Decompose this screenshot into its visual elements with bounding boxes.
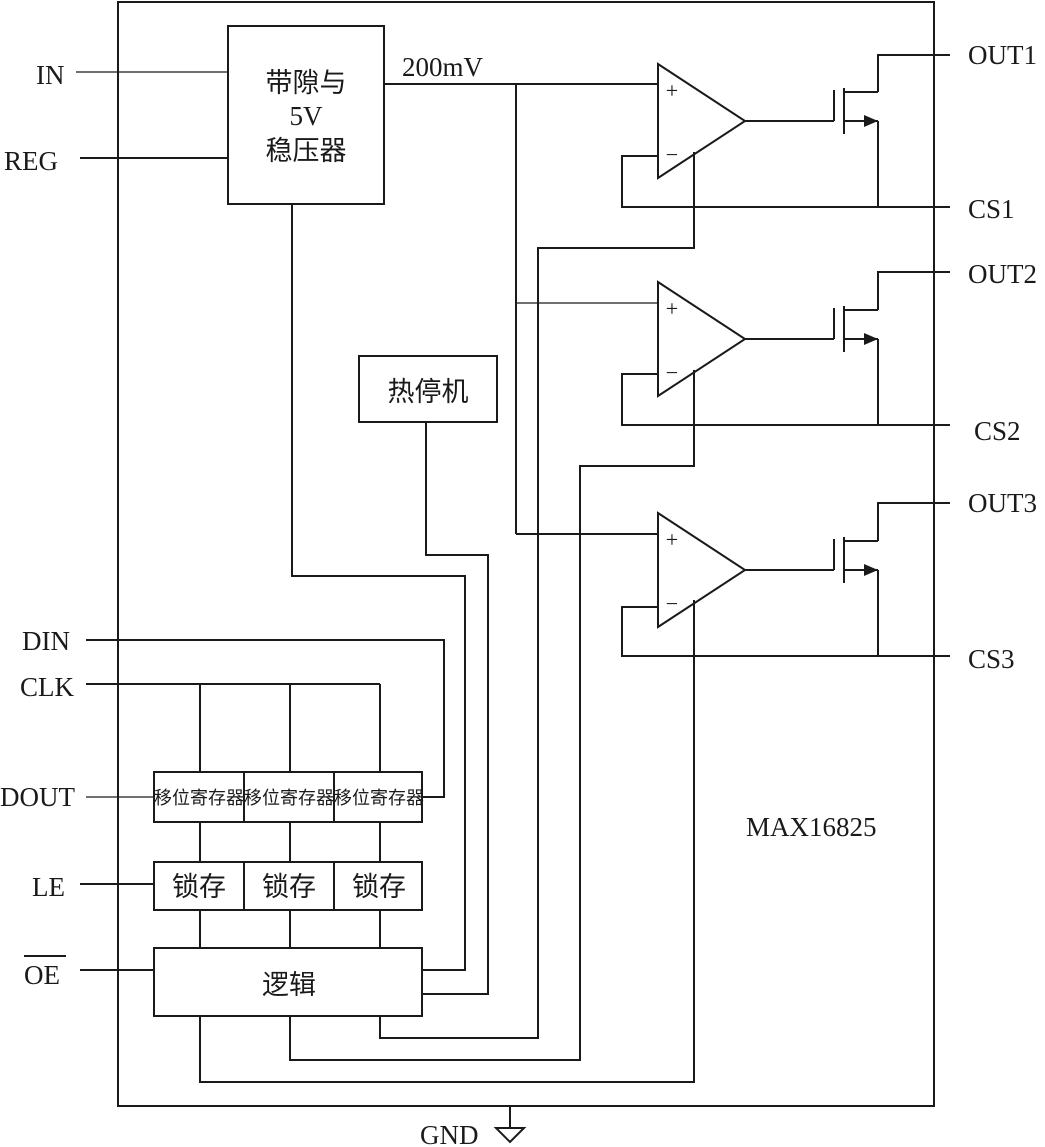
pin-gnd-label: GND (420, 1120, 479, 1147)
opamp-3-minus: − (666, 591, 678, 616)
pin-din: DIN (22, 626, 445, 798)
channel-1: + − OUT1 CS1 (379, 40, 1037, 1039)
latch-2-label: 锁存 (262, 872, 316, 902)
pin-din-label: DIN (22, 626, 70, 656)
chip-outline (117, 1, 935, 1107)
thermal-to-logic-wire (422, 422, 489, 995)
shift-register-row: 移位寄存器 移位寄存器 移位寄存器 (153, 771, 424, 823)
reference-bus: 200mV (384, 52, 658, 535)
channel-2: + − OUT2 CS2 (289, 259, 1037, 1061)
mosfet-1 (833, 54, 950, 207)
regulator-label-line2: 5V (290, 101, 324, 131)
pin-in: IN (36, 60, 228, 90)
logic-label: 逻辑 (262, 970, 316, 1000)
opamp-3-plus: + (666, 527, 678, 552)
opamp-2-plus: + (666, 296, 678, 321)
pin-out1-label: OUT1 (968, 40, 1037, 70)
regulator-label-line1: 带隙与 (266, 68, 347, 98)
pin-cs3-label: CS3 (968, 644, 1015, 674)
pin-reg: REG (4, 146, 228, 176)
logic-block: 逻辑 (153, 947, 423, 1017)
thermal-shutdown-block: 热停机 (358, 355, 498, 423)
pin-out2-label: OUT2 (968, 259, 1037, 289)
chip-name: MAX16825 (746, 812, 877, 842)
pin-le: LE (32, 872, 154, 902)
opamp-1-minus: − (666, 142, 678, 167)
pin-reg-label: REG (4, 146, 58, 176)
opamp-3 (657, 511, 747, 629)
regulator-label-line3: 稳压器 (266, 136, 347, 166)
ground-icon (493, 1127, 527, 1144)
shift-register-3-label: 移位寄存器 (334, 788, 424, 808)
pin-gnd: GND (420, 1106, 527, 1147)
shift-register-2-label: 移位寄存器 (244, 788, 334, 808)
regulator-block: 带隙与 5V 稳压器 (227, 25, 385, 205)
pin-dout-label: DOUT (0, 782, 75, 812)
thermal-shutdown-label: 热停机 (388, 377, 469, 407)
pin-oe: OE (24, 955, 154, 990)
latch-3-label: 锁存 (352, 872, 406, 902)
pin-dout: DOUT (0, 782, 154, 812)
pin-cs1-label: CS1 (968, 194, 1015, 224)
opamp-2 (657, 280, 747, 398)
mosfet-2 (833, 271, 950, 425)
pin-le-label: LE (32, 872, 65, 902)
pin-out3-label: OUT3 (968, 488, 1037, 518)
channel-3: + − OUT3 CS3 (199, 488, 1037, 1083)
pin-clk: CLK (20, 672, 381, 772)
opamp-2-minus: − (666, 360, 678, 385)
reference-voltage-label: 200mV (402, 52, 484, 82)
pin-oe-label: OE (24, 960, 60, 990)
pin-clk-label: CLK (20, 672, 75, 702)
shift-register-1-label: 移位寄存器 (154, 788, 244, 808)
opamp-1-plus: + (666, 78, 678, 103)
mosfet-3 (833, 502, 950, 656)
latch-row: 锁存 锁存 锁存 (153, 861, 423, 911)
pin-cs2-label: CS2 (974, 416, 1021, 446)
latch-1-label: 锁存 (172, 872, 226, 902)
pin-in-label: IN (36, 60, 65, 90)
opamp-1 (657, 62, 747, 180)
regulator-to-logic-wire (291, 204, 466, 971)
